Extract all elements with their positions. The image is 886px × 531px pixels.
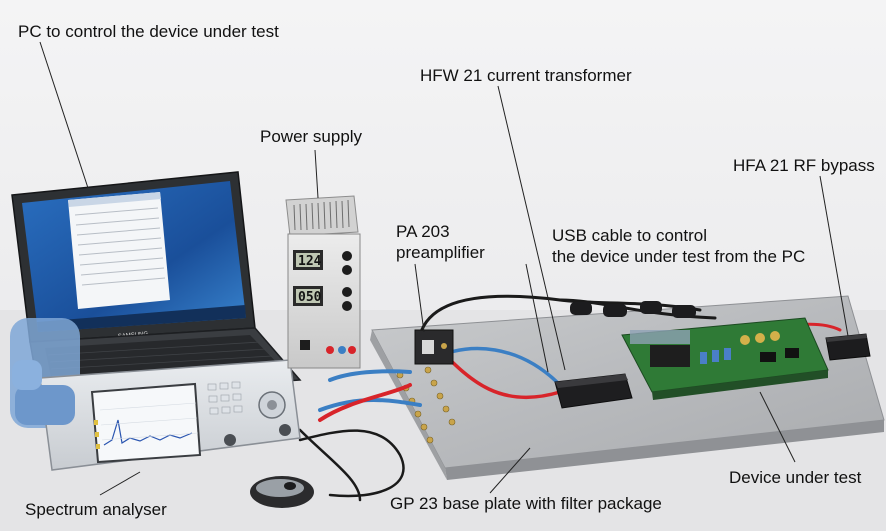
label-usb-line2: the device under test from the PC bbox=[552, 247, 806, 266]
hfw21-current-transformer bbox=[554, 373, 633, 409]
ps-bottom-readout: 050 bbox=[298, 290, 322, 305]
hfa21-rf-bypass bbox=[825, 333, 871, 361]
label-pa203-line2: preamplifier bbox=[396, 243, 485, 262]
mouse bbox=[250, 476, 314, 508]
device-under-test bbox=[621, 317, 829, 400]
spectrum-analyser bbox=[10, 318, 301, 471]
label-spectrum-analyser: Spectrum analyser bbox=[25, 500, 167, 519]
power-supply: 124 050 bbox=[285, 195, 361, 369]
ps-top-readout: 124 bbox=[298, 254, 322, 269]
label-power-supply: Power supply bbox=[260, 127, 363, 146]
usb-cable-ferrites bbox=[570, 301, 696, 318]
label-dut: Device under test bbox=[729, 468, 862, 487]
leader-lines bbox=[39, 41, 849, 496]
label-pa203-line1: PA 203 bbox=[396, 222, 450, 241]
label-hfw21: HFW 21 current transformer bbox=[420, 66, 632, 85]
label-pc: PC to control the device under test bbox=[18, 22, 279, 41]
pa203-preamplifier bbox=[414, 329, 454, 365]
label-hfa21: HFA 21 RF bypass bbox=[733, 156, 875, 175]
label-usb-line1: USB cable to control bbox=[552, 226, 707, 245]
label-gp23: GP 23 base plate with filter package bbox=[390, 494, 662, 513]
